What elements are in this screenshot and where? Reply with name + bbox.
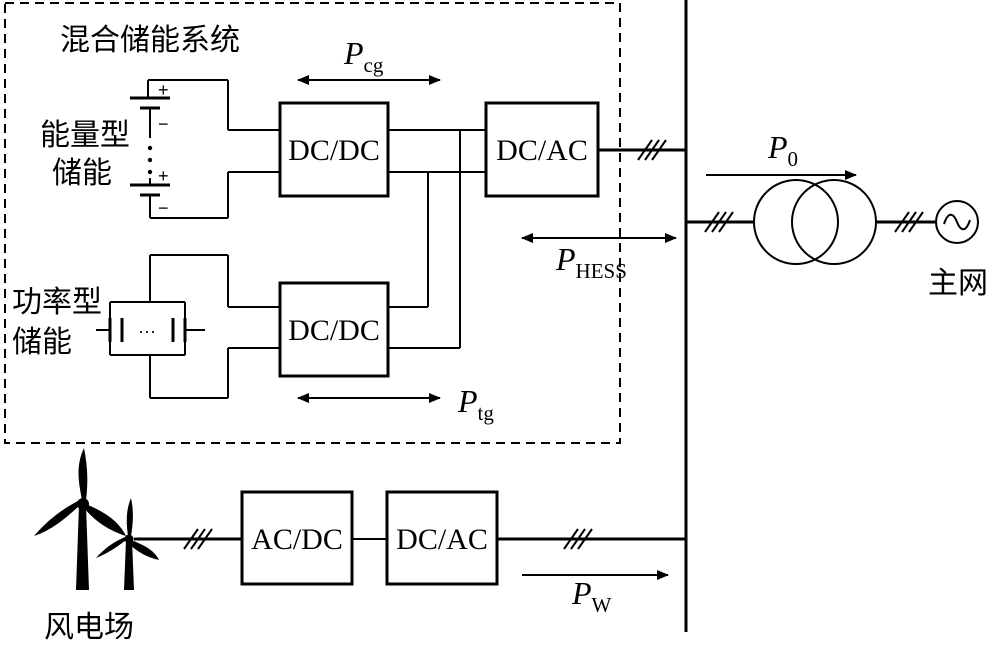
acdc-wind-block — [240, 490, 354, 586]
battery-minus-lower: − — [158, 198, 169, 218]
battery-plus-upper: + — [158, 80, 169, 100]
three-phase-mark-grid — [894, 211, 924, 233]
capacitor-dots: ··· — [138, 321, 156, 341]
battery-minus-upper: − — [158, 114, 169, 134]
energy-storage-battery-icon — [130, 79, 229, 219]
ptg-label: Ptg — [457, 383, 494, 425]
sine-wave-icon — [935, 200, 979, 244]
dcdc-power-label: DC/DC — [288, 314, 380, 347]
three-phase-mark-wind-out — [563, 528, 593, 550]
dcac-hess-block — [484, 101, 600, 198]
main-grid-label: 主网 — [928, 266, 988, 301]
three-phase-mark-wind — [183, 528, 213, 550]
hess-title: 混合储能系统 — [60, 23, 240, 58]
battery-plus-lower: + — [158, 166, 169, 186]
pw-label: PW — [571, 575, 612, 617]
p0-label: P0 — [767, 129, 798, 171]
dcac-hess-label: DC/AC — [496, 134, 588, 167]
power-storage-label-line1: 功率型 — [12, 285, 102, 320]
phess-label: PHESS — [555, 241, 627, 283]
dcdc-power-block — [278, 281, 390, 378]
energy-storage-label-line2: 储能 — [52, 156, 112, 191]
dcac-wind-label: DC/AC — [396, 523, 488, 556]
power-storage-capacitor-icon — [96, 254, 229, 399]
dcdc-energy-block — [278, 101, 390, 198]
energy-storage-label-line1: 能量型 — [40, 118, 130, 153]
acdc-wind-label: AC/DC — [251, 523, 343, 556]
dcac-wind-block — [385, 490, 499, 586]
power-storage-label-line2: 储能 — [12, 325, 72, 360]
wind-turbine-icon — [34, 448, 159, 590]
dcdc-energy-label: DC/DC — [288, 134, 380, 167]
transformer-icon — [753, 179, 877, 265]
three-phase-mark-hess — [637, 139, 667, 161]
wind-farm-label: 风电场 — [44, 610, 134, 645]
pcg-label: Pcg — [343, 35, 384, 77]
hess-boundary — [4, 2, 621, 444]
three-phase-mark-bus — [704, 211, 734, 233]
